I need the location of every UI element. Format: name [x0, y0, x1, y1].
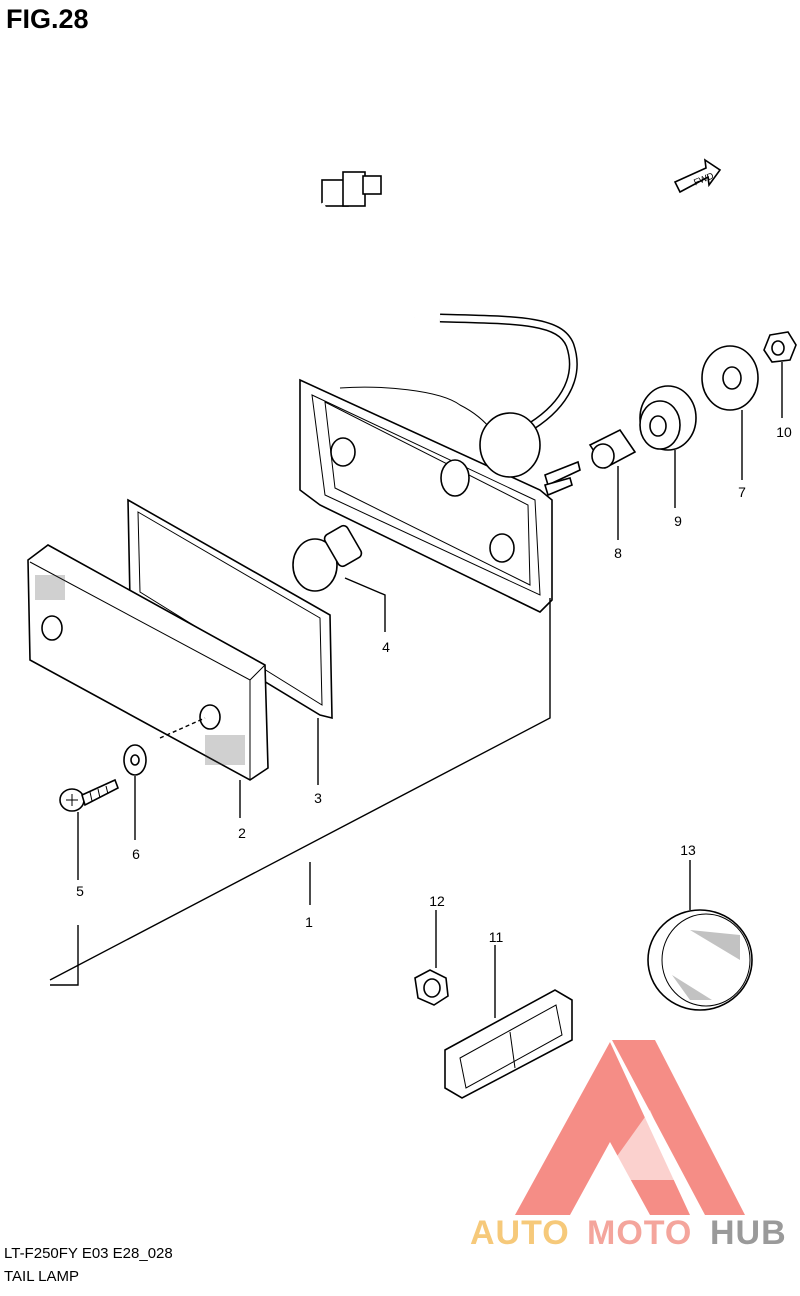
callout-labels: 1 2 3 4 5 6 7 8 9 10 11 12 13	[76, 424, 792, 945]
watermark-triangle-right	[612, 1040, 745, 1215]
watermark-moto: MOTO	[587, 1214, 692, 1252]
model-code: LT-F250FY E03 E28_028	[4, 1245, 173, 1262]
callout-3: 3	[314, 790, 322, 806]
side-reflector	[444, 989, 573, 1099]
watermark-text: AUTO MOTO HUB	[470, 1214, 787, 1252]
callout-2: 2	[238, 825, 246, 841]
tail-lamp-lens	[27, 544, 269, 781]
bulb-socket	[479, 412, 541, 478]
nut-10	[763, 331, 797, 363]
callout-6: 6	[132, 846, 140, 862]
callout-9: 9	[674, 513, 682, 529]
round-reflector	[647, 909, 753, 1011]
grommet-9	[639, 385, 697, 451]
callout-5: 5	[76, 883, 84, 899]
spacer-8	[588, 428, 637, 470]
connector-wire	[278, 171, 578, 434]
callout-10: 10	[776, 424, 792, 440]
lamp-housing	[299, 378, 581, 613]
callout-1: 1	[305, 914, 313, 930]
section-name: TAIL LAMP	[4, 1268, 80, 1285]
bulb	[292, 524, 363, 592]
callout-11: 11	[489, 929, 504, 945]
watermark-hub: HUB	[710, 1214, 787, 1252]
callout-8: 8	[614, 545, 622, 561]
nut-12	[414, 969, 449, 1006]
callout-13: 13	[680, 842, 696, 858]
washer-6	[123, 744, 147, 776]
watermark-inner-cut	[600, 1110, 680, 1180]
figure-title: FIG.28	[6, 4, 89, 34]
watermark-auto: AUTO	[470, 1214, 570, 1252]
callout-7: 7	[738, 484, 746, 500]
callout-12: 12	[429, 893, 445, 909]
watermark-logo	[515, 1040, 745, 1215]
mounting-stud	[544, 460, 581, 487]
fwd-arrow-badge: FWD	[673, 158, 722, 194]
lens-gasket	[127, 498, 333, 720]
washer-7	[701, 345, 759, 411]
callout-4: 4	[382, 639, 390, 655]
screw	[59, 778, 119, 812]
leader-lines	[49, 362, 783, 1018]
